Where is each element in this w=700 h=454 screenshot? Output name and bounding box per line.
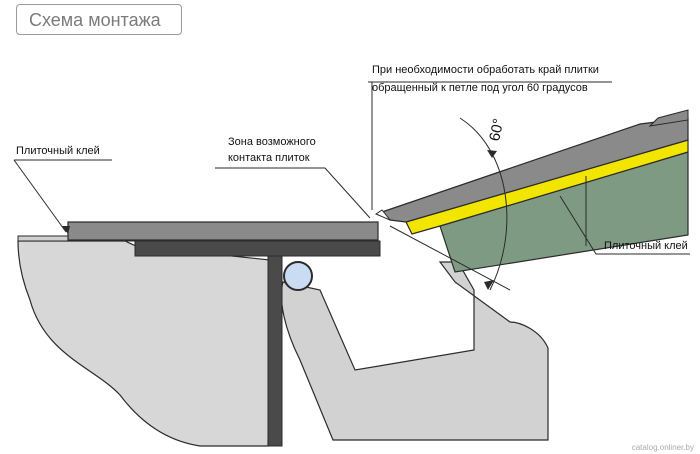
tile-right-step (648, 109, 689, 127)
label-note-2: обращенный к петле под угол 60 градусов (372, 82, 588, 94)
t-profile-top (134, 240, 381, 257)
leader-adhesive-right (559, 195, 690, 255)
label-adhesive-right: Плиточный клей (604, 240, 688, 252)
angle-arc (459, 117, 508, 291)
tile-left (67, 221, 379, 241)
tile-bevel (374, 209, 391, 221)
leader-contact-zone (215, 167, 371, 219)
title-box: Схема монтажа (16, 4, 182, 35)
hinge-arm (280, 261, 549, 441)
label-note-1: При необходимости обработать край плитки (372, 64, 599, 76)
label-contact-zone-2: контакта плиток (228, 152, 310, 164)
label-contact-zone-1: Зона возможного (228, 136, 316, 148)
label-adhesive-left: Плиточный клей (16, 145, 100, 157)
leader-adhesive-left (13, 159, 112, 233)
leader-note (368, 81, 612, 210)
angle-arrow-top (487, 150, 497, 158)
hinge-pin (283, 261, 313, 291)
base-block (17, 240, 271, 447)
angle-ref-line (389, 225, 511, 291)
watermark: catalog.onliner.by (631, 443, 694, 452)
angle-arrow-bottom (484, 280, 494, 290)
diagram-title: Схема монтажа (29, 10, 161, 30)
t-profile-stem (267, 255, 283, 447)
leader-arrowhead (62, 226, 70, 234)
